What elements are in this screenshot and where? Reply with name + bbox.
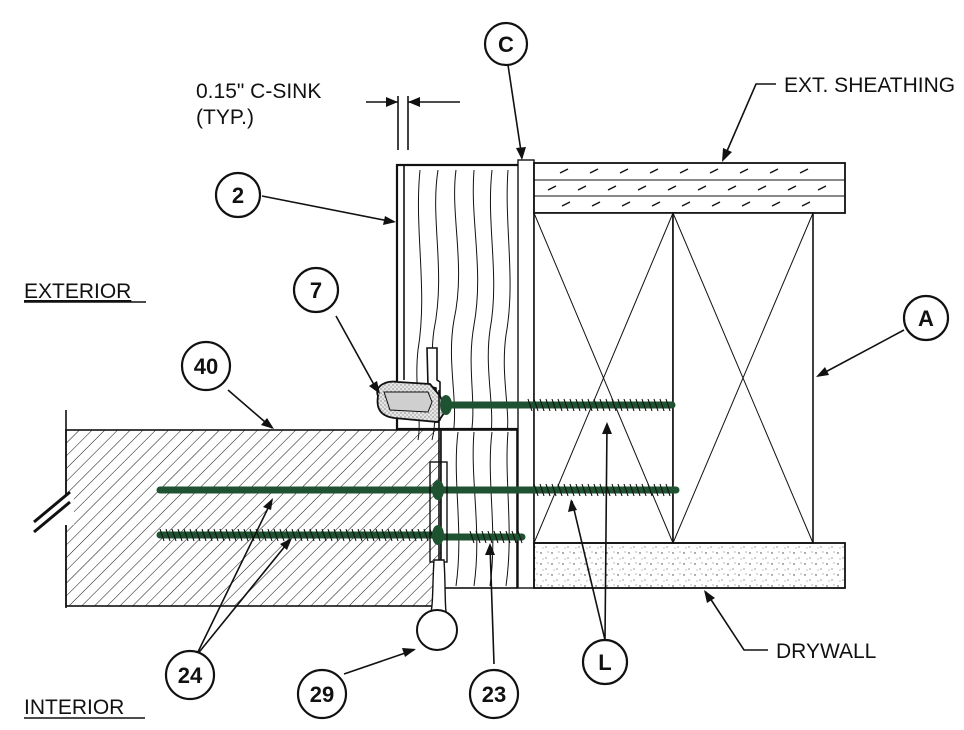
callout-c-label: C [498,32,514,57]
callout-24-label: 24 [178,663,203,688]
callout-a-label: A [918,306,934,331]
frame-block-40 [65,410,442,608]
callout-2-label: 2 [232,183,244,208]
drywall-label: DRYWALL [776,640,876,663]
callout-7-label: 7 [310,278,322,303]
callout-2: 2 [214,171,262,219]
double-slash-break-icon [30,490,74,534]
lower-buck [440,429,518,589]
leader-lines [195,64,905,675]
screw-24-upper [156,480,680,500]
callout-a: A [902,294,950,342]
screw-group [156,395,680,545]
csink-dimension [366,96,460,150]
screw-l-upper [440,395,676,415]
callout-29-label: 29 [310,682,334,707]
ext-sheathing-label: EXT. SHEATHING [784,74,955,97]
callout-c: C [483,21,529,67]
callout-23: 23 [468,668,520,720]
callout-l: L [581,638,629,686]
callout-l-label: L [598,650,611,675]
exterior-label: EXTERIOR [24,280,131,303]
round-bulb-seal-icon [416,461,458,651]
callout-7: 7 [292,266,340,314]
wood-buck-2 [395,163,522,441]
typ-label: (TYP.) [196,106,254,129]
drywall-panel [533,542,846,589]
callout-24: 24 [164,649,216,701]
csink-label: 0.15" C-SINK [196,80,321,103]
screw-23 [434,530,526,544]
shim-strip-c [517,159,535,589]
ext-sheathing [533,162,846,214]
interior-label: INTERIOR [24,696,124,719]
callout-29: 29 [296,668,348,720]
callout-40-label: 40 [194,354,218,379]
callout-40: 40 [180,340,232,392]
callout-23-label: 23 [482,682,506,707]
